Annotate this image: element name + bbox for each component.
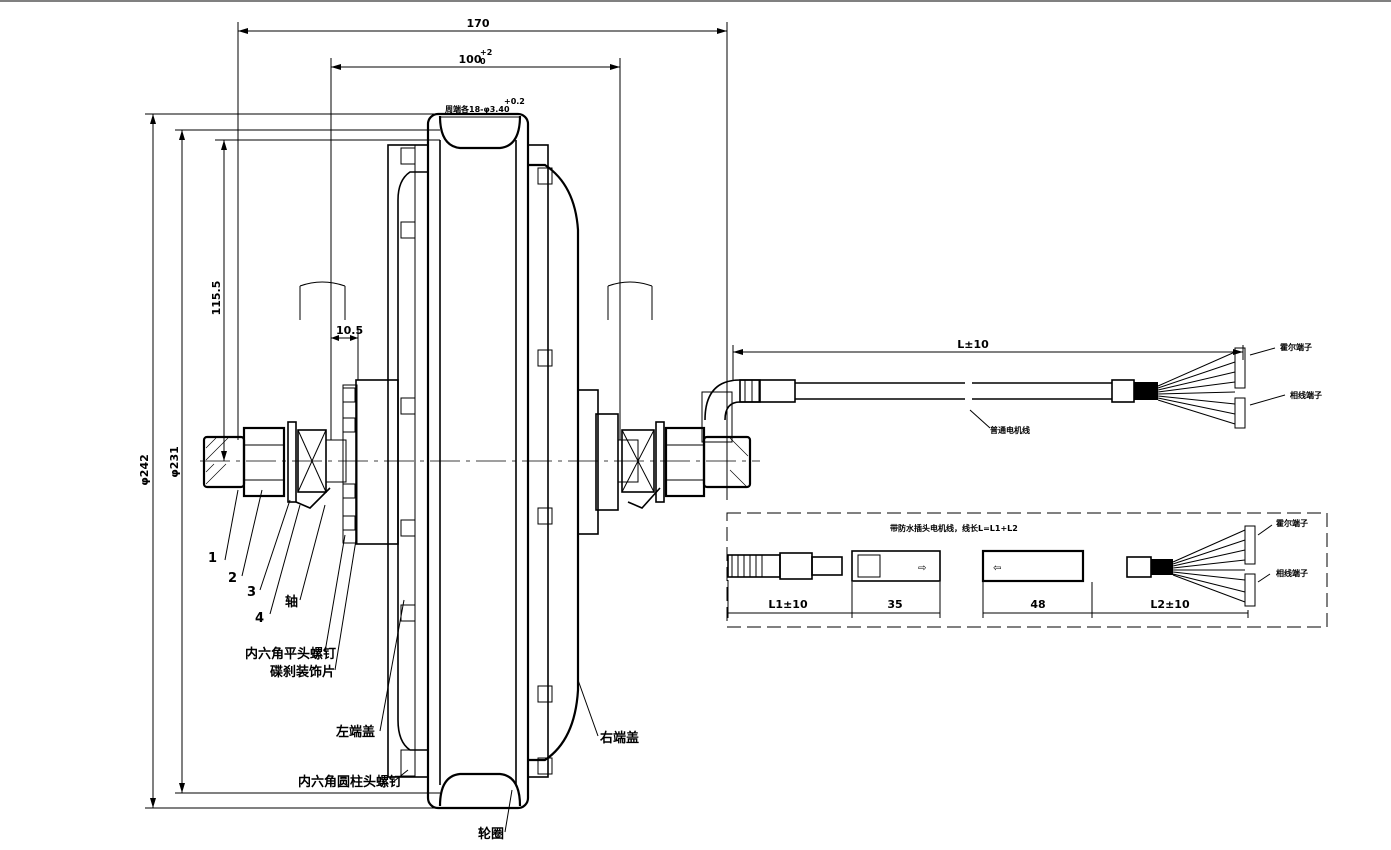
leader-lines — [224, 347, 1286, 833]
dim-offset: 10.5 — [331, 324, 363, 380]
part-4-label: 4 — [255, 611, 264, 626]
hall-terminal-bottom-label: 霍尔端子 — [1276, 518, 1308, 528]
dim-115-5-label: 115.5 — [210, 281, 223, 316]
dim-hub-width: 100 +2 0 — [330, 48, 621, 440]
rim-label: 轮圈 — [478, 826, 504, 842]
connector-35-label: 35 — [887, 598, 902, 611]
part-3-label: 3 — [247, 585, 256, 600]
cable-length-label: L±10 — [957, 338, 989, 351]
left-axle-assembly — [202, 421, 347, 509]
right-end-cap-label: 右端盖 — [599, 730, 639, 746]
hall-terminal-top-label: 霍尔端子 — [1280, 342, 1312, 352]
L1-label: L1±10 — [768, 598, 808, 611]
plug-cable-detail: ⇨ ⇦ 带防水插头电机线，线长L=L1+L2 — [726, 512, 1328, 628]
L2-label: L2±10 — [1150, 598, 1190, 611]
left-hub — [342, 379, 399, 545]
spoke-holes-note: 周端各18-φ3.4 +0.2 0 — [440, 97, 525, 118]
left-bolts — [400, 147, 416, 777]
plug-cable-note: 带防水插头电机线，线长L=L1+L2 — [890, 523, 1018, 533]
dropout-markers — [299, 281, 653, 320]
dim-axle-height: 115.5 — [210, 139, 440, 461]
normal-cable-label: 普通电机线 — [990, 425, 1030, 435]
dim-overall-width: 170 — [237, 17, 728, 500]
part-1-label: 1 — [208, 551, 217, 566]
dim-100-label: 100 — [459, 53, 482, 66]
spoke-holes-label: 周端各18-φ3.4 — [445, 104, 504, 114]
dim-100-tol-lower: 0 — [480, 57, 486, 66]
left-end-cap-label: 左端盖 — [336, 724, 375, 740]
right-end-cap — [527, 144, 580, 778]
motor-cable — [704, 347, 1246, 429]
right-bolts — [537, 167, 553, 775]
dim-cable-length: L±10 — [732, 338, 1244, 380]
socket-arrow-icon: ⇦ — [993, 563, 1001, 574]
dia-231-label: φ231 — [168, 446, 181, 478]
spoke-holes-tol-lower: 0 — [504, 105, 510, 114]
dim-100-tol-upper: +2 — [480, 48, 492, 57]
dim-plug-cable: L1±10 35 48 L2±10 — [727, 580, 1249, 618]
brake-cover-label: 碟刹装饰片 — [270, 664, 335, 680]
axle-label: 轴 — [285, 594, 298, 610]
right-hub — [577, 389, 619, 535]
dim-10-5-label: 10.5 — [336, 324, 363, 337]
plug-arrow-icon: ⇨ — [918, 563, 926, 574]
hex-socket-screw-label: 内六角圆柱头螺钉 — [298, 774, 402, 790]
phase-terminal-bottom-label: 相线端子 — [1276, 568, 1308, 578]
phase-terminal-top-label: 相线端子 — [1290, 390, 1322, 400]
dim-170-label: 170 — [467, 17, 490, 30]
hex-flat-screw-label: 内六角平头螺钉 — [245, 646, 336, 662]
dim-dia-inner: φ231 — [168, 129, 440, 794]
spoke-holes-tol-upper: +0.2 — [504, 97, 525, 106]
dia-242-label: φ242 — [138, 454, 151, 486]
dim-dia-outer: φ242 — [138, 113, 440, 809]
connector-48-label: 48 — [1030, 598, 1045, 611]
part-2-label: 2 — [228, 571, 237, 586]
right-axle-assembly — [617, 391, 752, 509]
